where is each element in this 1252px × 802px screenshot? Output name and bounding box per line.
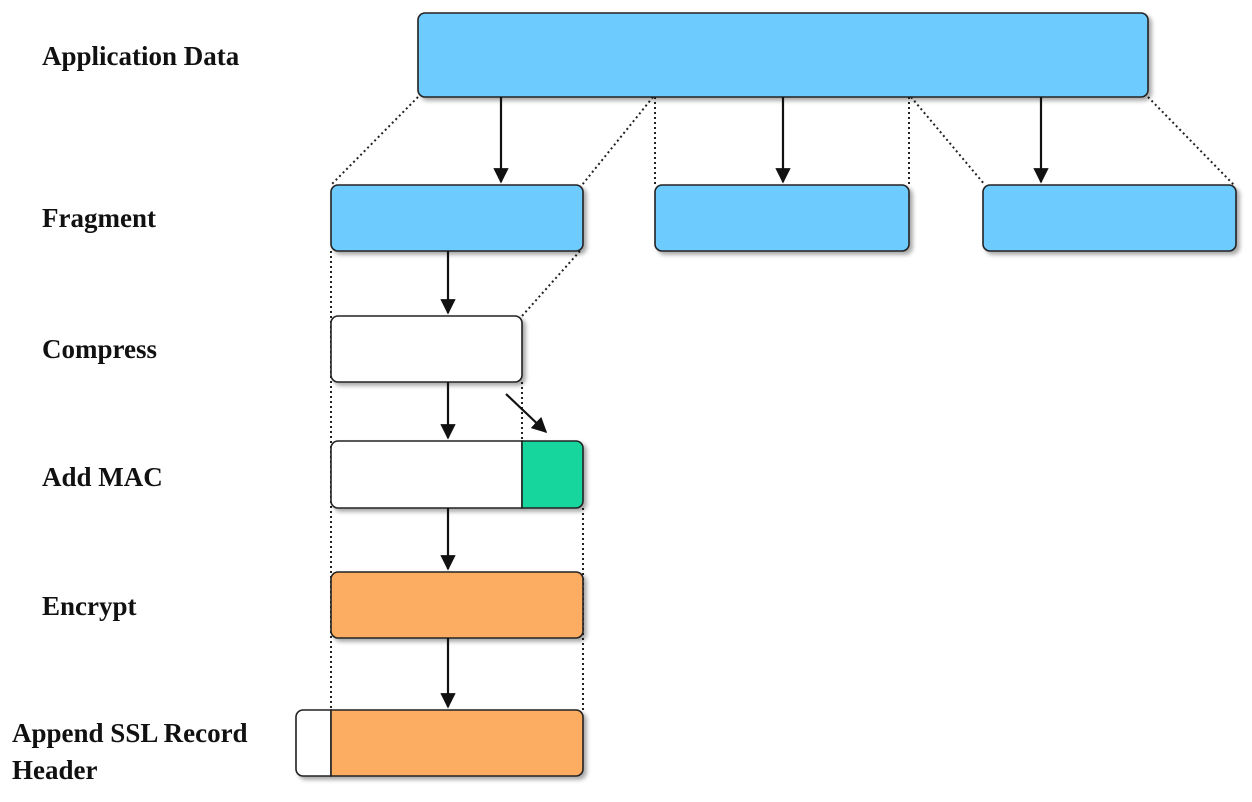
mac-payload-box	[330, 440, 523, 509]
fragment-box-2	[654, 184, 910, 252]
encrypted-payload-box	[330, 709, 584, 777]
stage-label-application-data: Application Data	[42, 41, 240, 71]
compressed-box	[330, 315, 523, 383]
application-data-box	[417, 12, 1149, 98]
guides-app-to-fragments	[330, 96, 1235, 186]
stage-label-append-header-line1: Append SSL Record	[12, 718, 248, 748]
fragment-box-3	[982, 184, 1237, 252]
stage-label-encrypt: Encrypt	[42, 591, 137, 621]
ssl-header-box	[295, 709, 332, 777]
arrow-mac-computation	[505, 393, 548, 434]
ssl-record-group	[295, 709, 584, 777]
stage-label-compress: Compress	[42, 334, 158, 364]
guide-app-frag1-left	[330, 96, 419, 186]
stage-label-add-mac: Add MAC	[42, 462, 163, 492]
mac-box	[521, 440, 584, 509]
flow-arrows	[440, 97, 1049, 709]
guide-app-frag3-left	[910, 96, 986, 186]
encrypted-box	[330, 571, 584, 639]
mac-record-group	[330, 440, 584, 509]
guide-app-frag3-right	[1147, 96, 1235, 186]
guide-app-frag1-right	[581, 96, 654, 186]
guide-frag-to-compress-right	[521, 250, 581, 317]
stage-label-append-header-line2: Header	[12, 755, 98, 785]
stage-label-fragment: Fragment	[42, 203, 156, 233]
fragment-box-1	[330, 184, 584, 252]
